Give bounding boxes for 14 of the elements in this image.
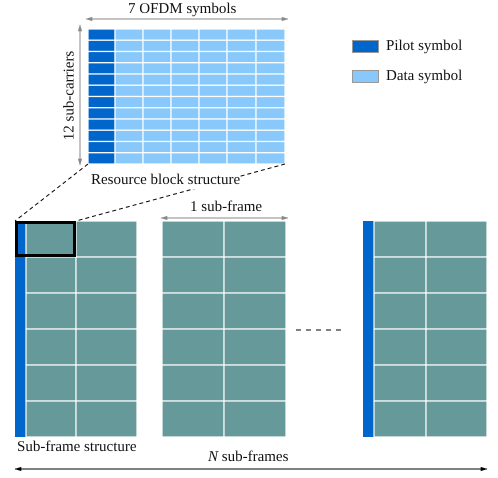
dimension-label: 1 sub-frame [190, 199, 262, 216]
dimension-label: 7 OFDM symbols [128, 1, 236, 18]
resource-block-grid [88, 29, 285, 164]
sub-frame-grid [162, 221, 286, 437]
zoom-line [14, 164, 88, 222]
highlighted-resource-block [15, 221, 76, 257]
dimension-label: 12 sub-carriers [61, 50, 78, 140]
legend-label: Data symbol [386, 68, 462, 85]
zoom-line [76, 164, 286, 222]
dimension-label: N sub-frames [208, 449, 288, 466]
sub-frame-grid [363, 221, 487, 437]
legend-label: Pilot symbol [386, 38, 462, 55]
node-label: Resource block structure [91, 172, 240, 189]
sub-frame-grid [15, 221, 137, 437]
